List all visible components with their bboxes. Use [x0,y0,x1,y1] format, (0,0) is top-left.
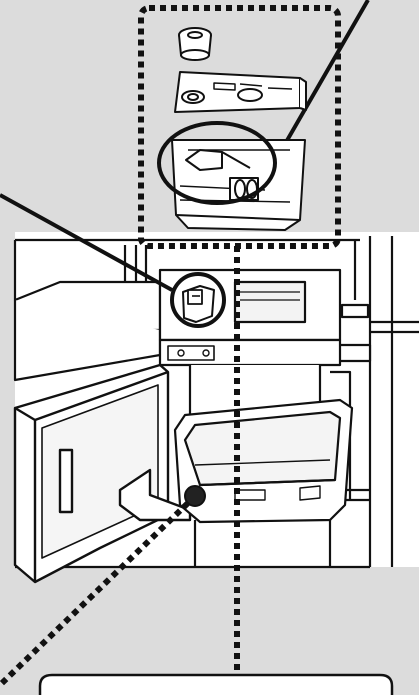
water-tank-icon [172,140,305,230]
cap-icon [179,28,211,60]
socket-icon [172,274,224,326]
tank-lid-icon [175,72,306,112]
note-panel [40,675,392,695]
